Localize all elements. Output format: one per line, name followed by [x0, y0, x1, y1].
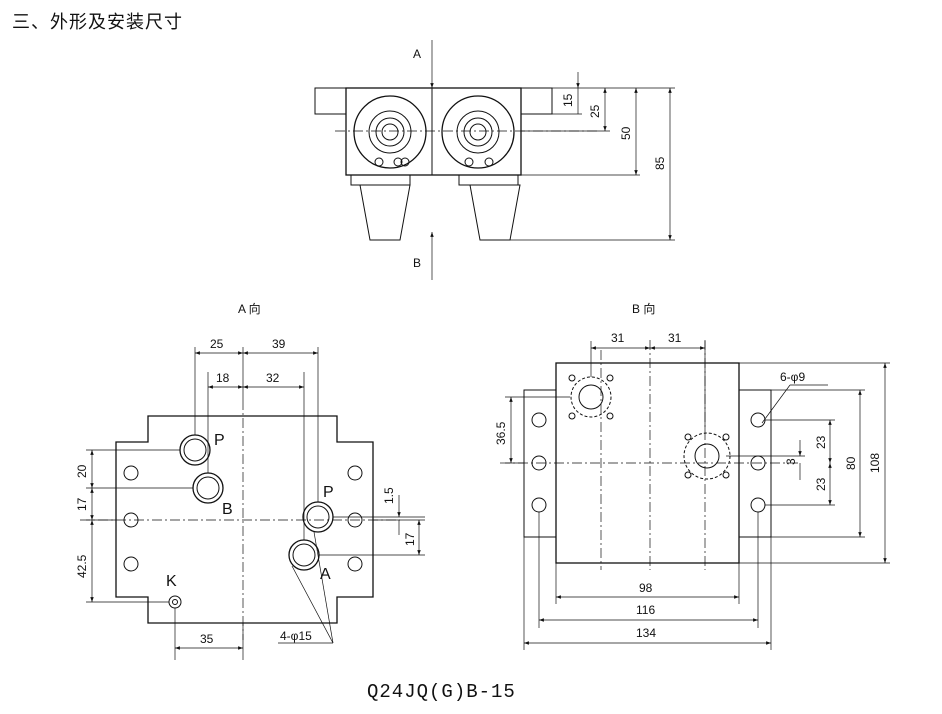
- view-arrow-a-label: A: [413, 47, 421, 61]
- b-view-mount-holes: [531, 412, 766, 513]
- port-label-p-right: P: [323, 484, 334, 501]
- right-filter-mesh: [469, 184, 521, 241]
- dim-98: 98: [639, 581, 653, 595]
- port-k: [168, 595, 182, 609]
- left-nut-row: [350, 174, 411, 186]
- dim-134: 134: [636, 626, 656, 640]
- dim-35: 35: [200, 632, 214, 646]
- view-arrow-b-label: B: [413, 256, 421, 270]
- dim-20: 20: [75, 464, 89, 478]
- port-p-left: [179, 434, 211, 466]
- hole-note-4-phi15: 4-φ15: [280, 629, 312, 643]
- dim-18: 18: [216, 371, 230, 385]
- right-tab: [520, 87, 553, 115]
- port-b: [192, 472, 224, 504]
- dim-32: 32: [266, 371, 280, 385]
- port-p-right: [302, 501, 334, 533]
- b-view-right-flange: [738, 389, 772, 538]
- b-view-bolt-pattern-top: [568, 374, 614, 420]
- dim-3: 3: [784, 458, 798, 465]
- port-label-b: B: [222, 501, 233, 518]
- dim-31-left: 31: [611, 331, 625, 345]
- dim-50: 50: [619, 126, 633, 140]
- a-view-outline: [115, 415, 374, 624]
- port-label-p-left: P: [214, 432, 225, 449]
- dim-36-5: 36.5: [494, 421, 508, 445]
- left-tab: [314, 87, 347, 115]
- b-view-left-flange: [523, 389, 557, 538]
- dim-39: 39: [272, 337, 286, 351]
- dim-80: 80: [844, 456, 858, 470]
- a-view: A 向 P B P A K 25 39 18 32: [75, 301, 425, 660]
- b-view: B 向 31 31: [494, 301, 890, 650]
- dim-23-upper: 23: [814, 435, 828, 449]
- top-view: A B 15 25 50 85: [314, 40, 675, 280]
- dim-108: 108: [868, 453, 882, 473]
- dim-25: 25: [588, 104, 602, 118]
- left-filter-mesh: [359, 184, 411, 241]
- a-view-title: A 向: [238, 301, 261, 316]
- valve-body: [345, 87, 522, 176]
- dim-85: 85: [653, 156, 667, 170]
- right-solenoid-head: [441, 95, 515, 169]
- port-label-a: A: [320, 566, 331, 583]
- dim-15: 15: [561, 93, 575, 107]
- dim-23-lower: 23: [814, 477, 828, 491]
- dim-42-5: 42.5: [75, 554, 89, 578]
- a-view-mount-holes: [123, 465, 363, 572]
- hole-note-6-phi9: 6-φ9: [780, 370, 805, 384]
- port-label-k: K: [166, 573, 177, 590]
- dim-1-5: 1.5: [382, 487, 396, 504]
- left-solenoid-head: [353, 95, 427, 169]
- dim-25-a: 25: [210, 337, 224, 351]
- section-heading: 三、外形及安装尺寸: [12, 12, 183, 33]
- dim-17-a-right: 17: [403, 532, 417, 546]
- b-view-bolt-pattern-center: [683, 432, 731, 480]
- dim-31-right: 31: [668, 331, 682, 345]
- right-nut-row: [458, 174, 519, 186]
- b-view-title: B 向: [632, 301, 655, 316]
- dim-116: 116: [636, 603, 655, 617]
- port-a: [288, 539, 320, 571]
- dim-17-a-left: 17: [75, 497, 89, 511]
- model-caption: Q24JQ(G)B-15: [367, 681, 516, 703]
